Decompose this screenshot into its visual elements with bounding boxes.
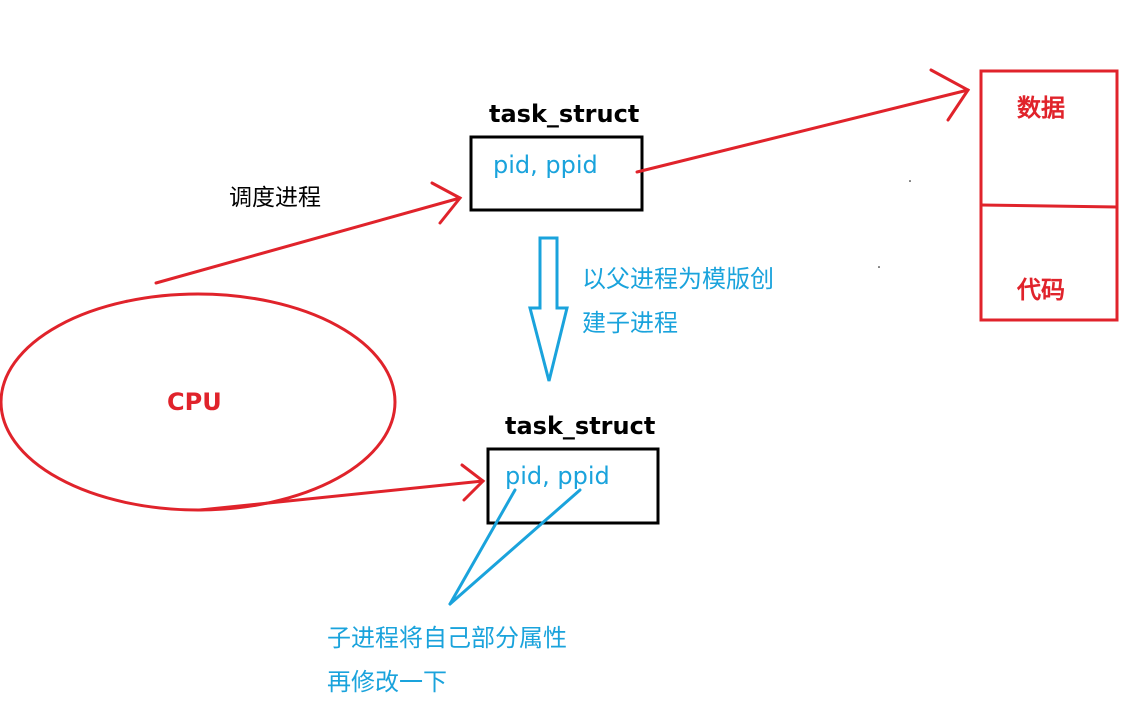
memory-code-label: 代码 bbox=[1017, 276, 1065, 304]
cpu-ellipse bbox=[0, 292, 397, 512]
modify-callout-lines bbox=[448, 488, 582, 606]
parent-to-memory-arrow bbox=[635, 68, 971, 174]
modify-note-line2: 再修改一下 bbox=[327, 668, 447, 696]
memory-box bbox=[979, 69, 1119, 322]
parent-struct-fields: pid, ppid bbox=[493, 151, 598, 179]
stray-dot bbox=[909, 180, 911, 182]
child-struct-fields: pid, ppid bbox=[505, 462, 610, 490]
cpu-label: CPU bbox=[167, 388, 222, 416]
fork-note-line2: 建子进程 bbox=[582, 309, 678, 337]
memory-data-label: 数据 bbox=[1017, 94, 1065, 122]
schedule-arrow bbox=[154, 181, 463, 285]
parent-struct-box bbox=[469, 135, 644, 212]
modify-note-line1: 子进程将自己部分属性 bbox=[327, 624, 567, 652]
fork-note-line1: 以父进程为模版创 bbox=[582, 265, 774, 293]
fork-down-arrow bbox=[528, 236, 569, 382]
parent-struct-title: task_struct bbox=[489, 100, 640, 128]
child-struct-title: task_struct bbox=[505, 412, 656, 440]
memory-divider bbox=[980, 203, 1118, 209]
schedule-label: 调度进程 bbox=[229, 185, 321, 211]
child-struct-box bbox=[486, 447, 660, 525]
stray-dot bbox=[878, 266, 880, 268]
cpu-to-child-arrow bbox=[198, 463, 486, 512]
